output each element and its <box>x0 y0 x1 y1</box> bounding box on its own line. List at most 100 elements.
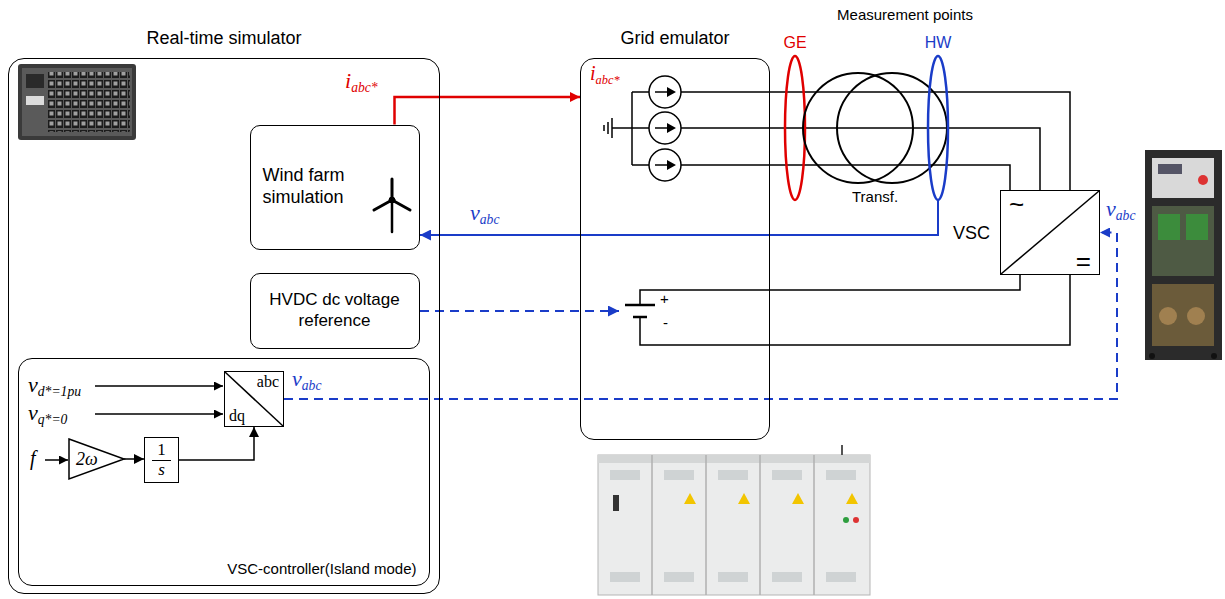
ground-symbol <box>604 118 632 138</box>
current-source-symbol <box>632 164 649 166</box>
cabinet-photo <box>664 572 694 582</box>
cabinet-photo <box>813 455 815 595</box>
signal-connector <box>395 97 581 125</box>
signal-connector <box>179 427 254 460</box>
polarity-label: - <box>663 314 668 331</box>
transformer-symbol <box>803 73 913 183</box>
simulator-photo <box>26 74 44 88</box>
signal-connector <box>284 233 1117 400</box>
symbol-subscript: abc <box>302 378 322 393</box>
controller-panel: VSC-controller(Island mode) abc dq 2ω 1s <box>18 358 430 586</box>
phase-wire <box>681 128 1040 190</box>
input-arrow <box>95 413 223 415</box>
symbol-letter: v <box>28 372 38 397</box>
cabinet-photo <box>841 445 843 455</box>
signal-label: vabc <box>1106 196 1135 222</box>
symbol-letter: v <box>292 366 302 391</box>
symbol-letter: v <box>28 400 38 425</box>
symbol-letter: v <box>1106 196 1116 221</box>
dc-wire <box>640 275 1070 345</box>
equipment-photo <box>1186 214 1208 240</box>
cabinet-photo <box>772 470 802 480</box>
ground-symbol <box>607 122 609 134</box>
cabinet-photo <box>613 495 619 511</box>
cabinet-photo <box>705 455 707 595</box>
equipment-photo <box>1149 353 1155 359</box>
equipment-photo <box>1152 284 1214 346</box>
cabinet-photo <box>843 517 849 523</box>
measurement-label: HW <box>925 34 952 52</box>
panel-caption: VSC-controller(Island mode) <box>227 560 416 577</box>
equipment-photo <box>1211 353 1217 359</box>
wind-turbine-icon <box>391 200 394 232</box>
cabinet-photo <box>610 470 640 480</box>
process-box: Wind farm simulation <box>250 125 420 250</box>
converter-box: VSC~= <box>1000 190 1100 275</box>
symbol-letter: i <box>590 62 596 84</box>
dc-wire <box>640 275 1020 305</box>
symbol-subscript: abc <box>480 212 500 227</box>
wind-turbine-icon <box>389 197 395 203</box>
simulator-photo <box>18 64 136 140</box>
equipment-photo <box>1158 214 1180 240</box>
fraction-numerator: 1 <box>152 441 171 461</box>
cabinet-photo <box>738 493 750 504</box>
phase-wire <box>681 92 1070 190</box>
polarity-label: + <box>660 290 669 307</box>
signal-label: vq*=0 <box>28 400 67 426</box>
integrator-block: 1s <box>144 437 179 483</box>
symbol-subscript: abc* <box>351 80 378 95</box>
cabinet-photo <box>792 493 804 504</box>
cabinet-photo <box>846 493 858 504</box>
dc-wire <box>640 275 1070 345</box>
equipment-photo <box>1145 150 1222 360</box>
emulator-panel: Grid emulator <box>580 58 770 440</box>
equipment-photo <box>1145 150 1222 360</box>
part-label: Transf. <box>852 188 898 205</box>
current-source-symbol <box>649 76 681 108</box>
equipment-photo <box>1158 164 1182 174</box>
equipment-photo <box>1187 307 1205 325</box>
cabinet-photo <box>772 572 802 582</box>
dc-symbol: = <box>1076 248 1091 274</box>
process-box: HVDC dc voltage reference <box>250 273 420 349</box>
simulator-photo <box>48 72 130 132</box>
triangle-outline <box>69 439 124 479</box>
fraction-denominator: s <box>158 461 165 480</box>
cabinet-photo <box>652 455 814 595</box>
measurement-ring <box>928 56 948 200</box>
equipment-photo <box>1159 307 1177 325</box>
cabinet-photo <box>826 572 856 582</box>
input-arrow <box>45 386 223 460</box>
ground-symbol <box>603 125 605 131</box>
triangle-outline <box>69 439 124 479</box>
cabinet-photo <box>718 470 748 480</box>
phase-wire <box>681 92 1070 190</box>
signal-label: vd*=1pu <box>28 372 81 398</box>
simulator-photo <box>26 96 44 105</box>
equipment-photo <box>1198 175 1208 185</box>
phase-wire <box>681 165 1010 190</box>
current-source-symbol <box>632 127 649 129</box>
gain-label: 2ω <box>76 449 98 470</box>
panel-heading: Real-time simulator <box>9 28 439 49</box>
converter-label: VSC <box>953 222 990 243</box>
symbol-letter: i <box>345 68 351 93</box>
cabinet-photo <box>684 493 858 504</box>
cabinet-photo <box>598 445 870 595</box>
axis-label: dq <box>229 407 245 425</box>
ac-symbol: ~ <box>1009 191 1024 217</box>
input-arrow <box>95 385 223 387</box>
symbol-subscript: q*=0 <box>38 412 68 427</box>
signal-label: f <box>30 447 36 470</box>
ground-symbol <box>611 118 613 138</box>
signal-connector <box>124 458 144 460</box>
cabinet-photo <box>684 493 696 504</box>
reference-wire <box>420 310 619 312</box>
cabinet-photo <box>610 572 640 582</box>
dc-source-symbol <box>625 305 655 317</box>
diagonal-line <box>225 372 283 426</box>
